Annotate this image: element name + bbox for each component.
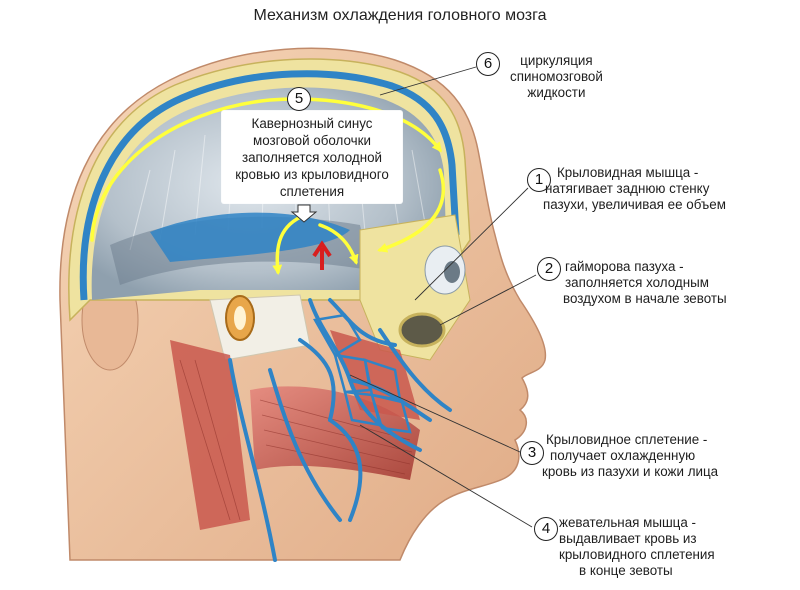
marker-3: 3 [520, 441, 544, 465]
label-4: жевательная мышца - выдавливает кровь из… [559, 515, 715, 578]
marker-4: 4 [534, 517, 558, 541]
callout-pointer-arrow [290, 204, 318, 223]
pterygoid-plexus [228, 298, 452, 562]
plexus-mesh [313, 313, 412, 434]
marker-1: 1 [527, 168, 551, 192]
callout-cavernous-sinus: Кавернозный синус мозговой оболочки запо… [222, 111, 402, 203]
dura-vessel-rim [79, 70, 460, 301]
label-3: Крыловидное сплетение - получает охлажде… [542, 432, 719, 479]
label-1: Крыловидная мышца - натягивает заднюю ст… [543, 165, 726, 212]
label-6: циркуляция спиномозговой жидкости [510, 53, 603, 100]
label-2: гайморова пазуха - заполняется холодным … [563, 259, 727, 306]
label-5: Кавернозный синус мозговой оболочки запо… [235, 116, 389, 199]
diagram-title: Механизм охлаждения головного мозга [253, 7, 547, 24]
marker-2: 2 [537, 257, 561, 281]
leader-lines [349, 66, 537, 528]
marker-6: 6 [476, 52, 500, 76]
maxillary-sinus [398, 312, 446, 348]
warm-blood-arrow [312, 240, 332, 270]
marker-5: 5 [287, 87, 311, 111]
cavernous-sinus [150, 212, 350, 262]
neck-muscle [170, 340, 250, 530]
